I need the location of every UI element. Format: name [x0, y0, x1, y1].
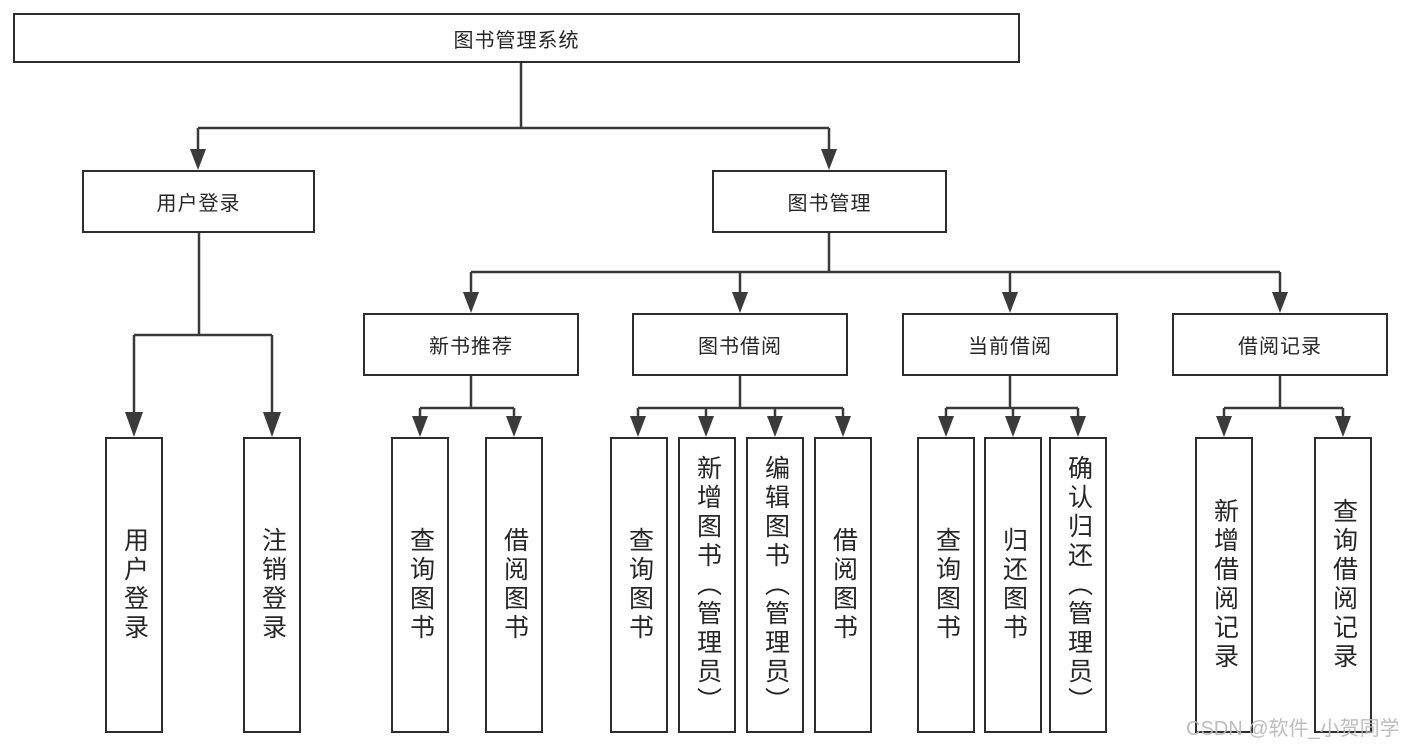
leaf-user-login: 用户登录 — [105, 437, 163, 733]
leaf-return-book: 归还图书 — [984, 437, 1042, 733]
arrowheads — [125, 149, 1351, 437]
leaf-label: 查询图书 — [625, 527, 654, 643]
node-label: 用户登录 — [156, 193, 241, 215]
leaf-label: 注销登录 — [258, 527, 287, 643]
leaf-label: 查询图书 — [932, 527, 961, 643]
leaf-query-books-borrowing: 查询图书 — [610, 437, 668, 733]
leaf-label: 借阅图书 — [500, 527, 529, 643]
leaf-add-borrow-record: 新增借阅记录 — [1195, 437, 1253, 733]
node-book-management: 图书管理 — [712, 170, 947, 233]
leaf-label: 编辑图书（管理员） — [761, 454, 790, 716]
node-label: 借阅记录 — [1238, 336, 1322, 358]
node-label: 当前借阅 — [968, 336, 1052, 358]
leaf-confirm-return-admin: 确认归还（管理员） — [1049, 437, 1107, 733]
csdn-watermark: CSDN @软件_小贺同学 — [1186, 718, 1400, 740]
leaf-add-book-admin: 新增图书（管理员） — [678, 437, 736, 733]
node-borrowing-records: 借阅记录 — [1172, 313, 1388, 376]
node-current-borrowing: 当前借阅 — [902, 313, 1118, 376]
leaf-logout: 注销登录 — [243, 437, 301, 733]
leaf-label: 新增借阅记录 — [1210, 498, 1239, 672]
leaf-query-books-current: 查询图书 — [917, 437, 975, 733]
leaf-label: 确认归还（管理员） — [1064, 454, 1093, 716]
node-label: 图书借阅 — [698, 336, 782, 358]
leaf-label: 用户登录 — [120, 527, 149, 643]
leaf-label: 查询借阅记录 — [1329, 498, 1358, 672]
node-book-borrowing: 图书借阅 — [632, 313, 848, 376]
node-new-book-recommendation: 新书推荐 — [363, 313, 579, 376]
node-label: 图书管理 — [787, 193, 872, 215]
node-label: 新书推荐 — [429, 336, 513, 358]
leaf-query-borrow-record: 查询借阅记录 — [1314, 437, 1372, 733]
leaf-label: 查询图书 — [406, 527, 435, 643]
node-library-management-system: 图书管理系统 — [13, 13, 1020, 63]
node-user-login: 用户登录 — [82, 170, 315, 233]
leaf-edit-book-admin: 编辑图书（管理员） — [746, 437, 804, 733]
node-label: 图书管理系统 — [453, 29, 580, 52]
leaf-borrow-books-recommend: 借阅图书 — [485, 437, 543, 733]
leaf-label: 归还图书 — [999, 527, 1028, 643]
leaf-query-books-recommend: 查询图书 — [391, 437, 449, 733]
leaf-label: 借阅图书 — [829, 527, 858, 643]
leaf-label: 新增图书（管理员） — [693, 454, 722, 716]
leaf-borrow-books-borrowing: 借阅图书 — [814, 437, 872, 733]
